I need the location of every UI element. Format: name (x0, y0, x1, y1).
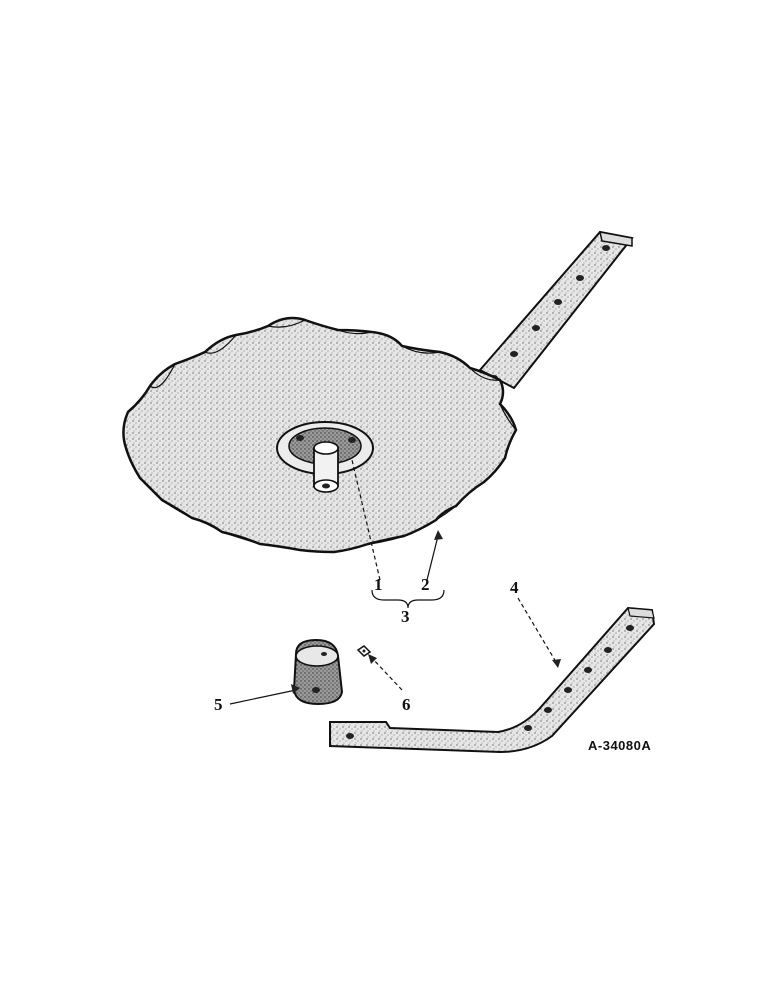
bar-hole-icon (626, 625, 634, 631)
callout-3: 3 (401, 607, 410, 626)
leader-lines (229, 459, 561, 705)
callout-5: 5 (214, 695, 223, 714)
bar-hole-icon (604, 647, 612, 653)
callout-2: 2 (421, 575, 430, 594)
set-screw-hole-icon (312, 687, 320, 693)
hub-bolt-icon (296, 435, 304, 441)
arm-hole-icon (532, 325, 540, 331)
collar (292, 638, 344, 706)
callout-4: 4 (510, 578, 519, 597)
bar-hole-icon (346, 733, 354, 739)
figure-id: A-34080A (588, 738, 651, 753)
disc-hub (276, 421, 374, 493)
arm-hole-icon (554, 299, 562, 305)
arm-hole-icon (576, 275, 584, 281)
callout-6: 6 (402, 695, 411, 714)
arm-hole-icon (602, 245, 610, 251)
disc-arm (478, 230, 634, 390)
bar-hole-icon (524, 725, 532, 731)
hub-bolt-icon (348, 437, 356, 443)
shaft-bore-icon (322, 483, 330, 489)
standard-bar (329, 606, 656, 754)
set-screw-hole-icon (321, 652, 327, 656)
bar-hole-icon (584, 667, 592, 673)
arm-hole-icon (510, 351, 518, 357)
callout-1: 1 (374, 575, 383, 594)
bar-hole-icon (564, 687, 572, 693)
bar-hole-icon (544, 707, 552, 713)
set-screw (356, 645, 372, 657)
